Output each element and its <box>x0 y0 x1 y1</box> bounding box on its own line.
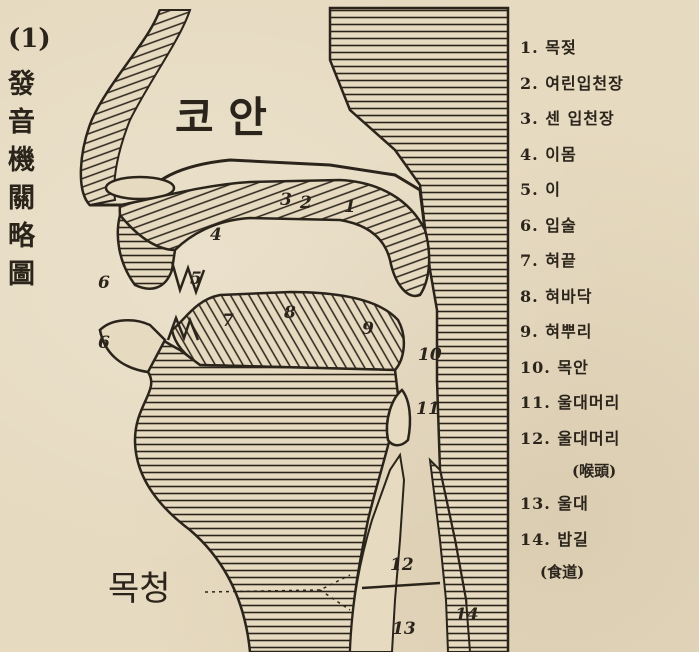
legend-item: 5. 이 <box>520 172 698 208</box>
part-number-label: 5 <box>190 269 202 289</box>
part-number-label: 6 <box>98 273 110 293</box>
legend-item: 12. 울대머리 <box>520 421 698 457</box>
nasal-cavity-label: 코 안 <box>175 93 267 142</box>
part-number-label: 12 <box>390 555 414 575</box>
legend-item: 9. 혀뿌리 <box>520 314 698 350</box>
throat-label: 목청 <box>108 569 171 609</box>
part-number-label: 11 <box>416 399 440 419</box>
nose-bridge-hatch <box>81 10 190 205</box>
legend-item: 3. 센 입천장 <box>520 101 698 137</box>
part-number-label: 8 <box>283 303 296 323</box>
legend-item: 8. 혀바닥 <box>520 279 698 315</box>
legend-item: 11. 울대머리 <box>520 385 698 421</box>
legend-item: 2. 여린입천장 <box>520 66 698 102</box>
legend-item: 13. 울대 <box>520 486 698 522</box>
part-number-label: 7 <box>222 311 234 331</box>
legend-item: 7. 혀끝 <box>520 243 698 279</box>
legend-item: 10. 목안 <box>520 350 698 386</box>
part-number-label: 14 <box>455 605 479 625</box>
legend-item: 6. 입술 <box>520 208 698 244</box>
part-number-label: 1 <box>344 197 356 217</box>
parts-legend: 1. 목젖 2. 여린입천장 3. 센 입천장 4. 이몸 5. 이 6. 입술… <box>520 30 698 587</box>
legend-item: 4. 이몸 <box>520 137 698 173</box>
part-number-label: 6 <box>98 333 110 353</box>
legend-item: 14. 밥길 <box>520 522 698 558</box>
legend-note: (喉頭) <box>520 456 698 486</box>
part-number-label: 3 <box>280 190 292 210</box>
part-number-label: 9 <box>362 319 374 339</box>
part-number-label: 13 <box>392 619 416 639</box>
part-number-label: 10 <box>418 345 442 365</box>
legend-note: (食道) <box>520 557 698 587</box>
legend-item: 1. 목젖 <box>520 30 698 66</box>
part-number-label: 2 <box>299 193 312 213</box>
part-number-label: 4 <box>210 225 222 245</box>
